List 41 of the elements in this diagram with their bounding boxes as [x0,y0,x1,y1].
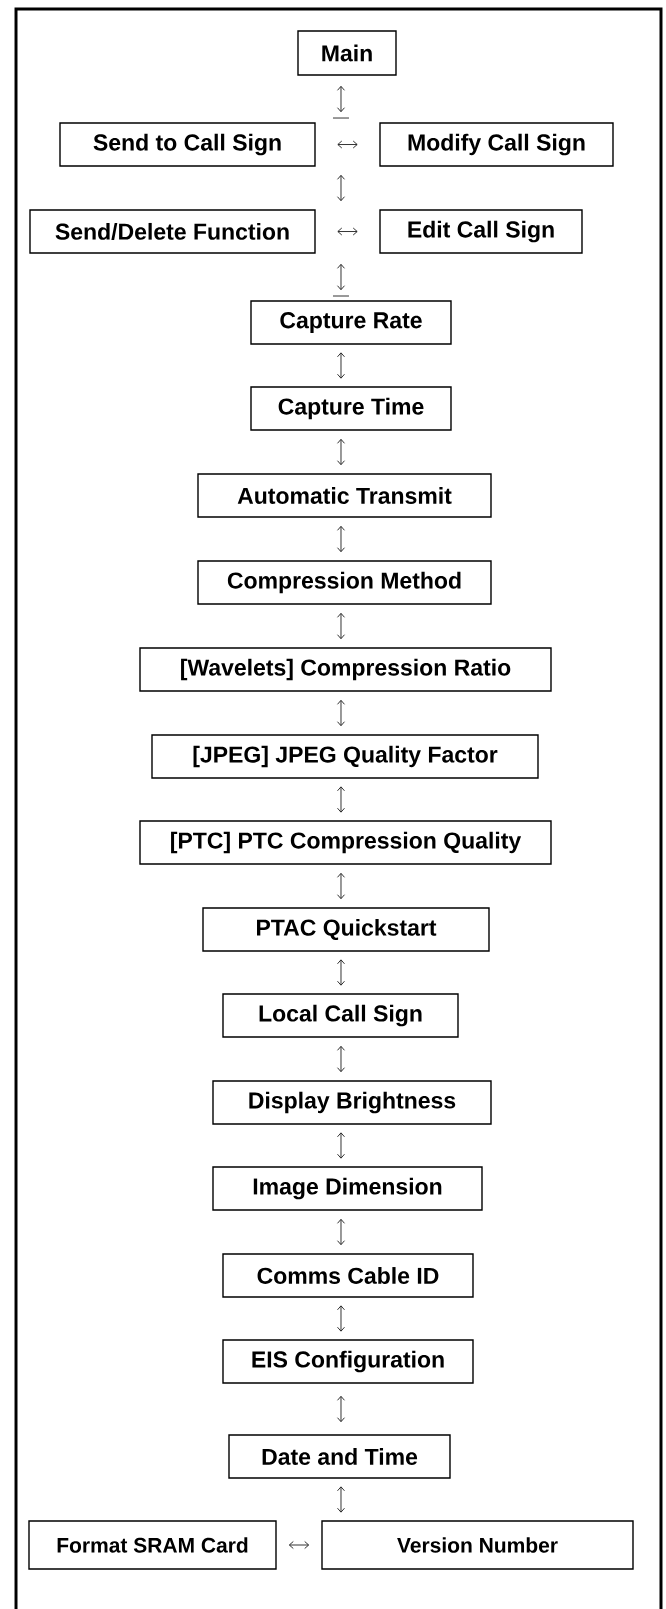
menu-box: [JPEG] JPEG Quality Factor [151,734,539,779]
menu-box: [Wavelets] Compression Ratio [139,647,552,692]
double-arrow [337,352,345,379]
double-arrow [337,1045,345,1073]
double-arrow [337,1395,345,1423]
menu-box: Version Number [321,1520,634,1570]
double-arrow [337,1218,345,1246]
menu-box: Modify Call Sign [379,122,614,167]
menu-box: Compression Method [197,560,492,605]
menu-box: Edit Call Sign [379,209,583,254]
double-arrow [337,174,345,202]
menu-box: Comms Cable ID [222,1253,474,1298]
double-arrow [337,872,345,900]
double-arrow [337,699,345,727]
double-arrow [337,438,345,466]
menu-box: Format SRAM Card [28,1520,277,1570]
double-arrow [337,1305,345,1332]
menu-box: PTAC Quickstart [202,907,490,952]
menu-box: Display Brightness [212,1080,492,1125]
menu-box: [PTC] PTC Compression Quality [139,820,552,865]
menu-box: Send/Delete Function [29,209,316,254]
double-arrow [337,959,345,986]
menu-box: Capture Time [250,386,452,431]
double-arrow [288,1541,310,1549]
menu-box: Send to Call Sign [59,122,316,167]
menu-box: Image Dimension [212,1166,483,1211]
menu-box: Local Call Sign [222,993,459,1038]
double-arrow [337,612,345,640]
menu-box: Capture Rate [250,300,452,345]
double-arrow [337,263,345,291]
menu-box: Date and Time [228,1434,451,1479]
double-arrow [337,140,358,149]
double-arrow [337,525,345,553]
double-arrow [337,1132,345,1159]
menu-box: Automatic Transmit [197,473,492,518]
double-arrow [337,786,345,813]
double-arrow [337,227,358,236]
menu-box: EIS Configuration [222,1339,474,1384]
double-arrow [337,1486,345,1513]
menu-box: Main [297,30,397,76]
double-arrow [337,85,345,113]
